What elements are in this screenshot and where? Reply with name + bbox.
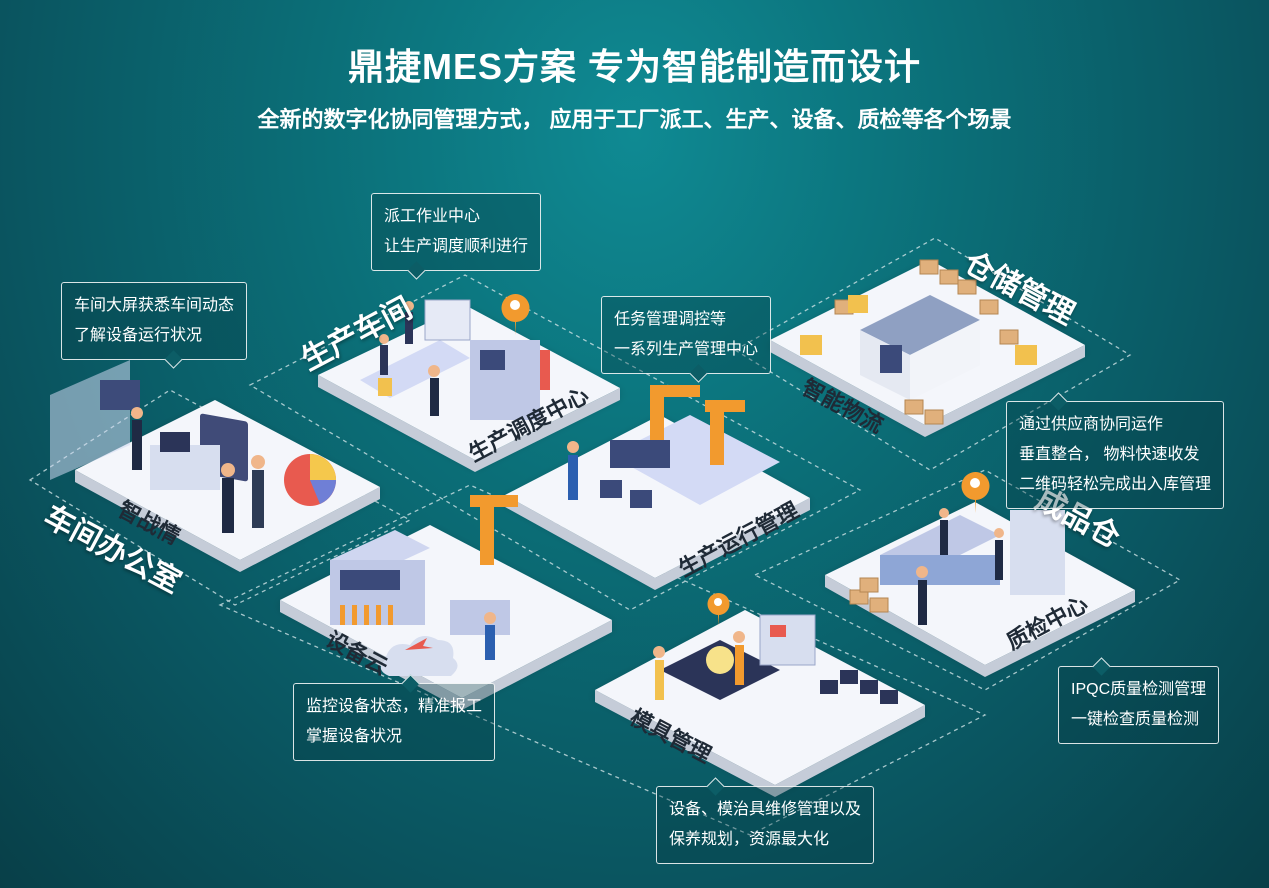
callout-dispatch-line-2: 让生产调度顺利进行: [384, 238, 529, 255]
callout-warehouse-line-1: 通过供应商协同运作: [1019, 416, 1164, 433]
callout-equipment-line-1: 监控设备状态，精准报工: [306, 698, 483, 715]
callout-dispatch: 派工作业中心 让生产调度顺利进行: [371, 193, 542, 280]
mold-illustration: [653, 593, 898, 704]
callout-qc-line-1: IPQC质量检测管理: [1071, 681, 1207, 698]
qc-illustration: [849, 472, 1065, 625]
callout-office-line-2: 了解设备运行状况: [74, 327, 203, 344]
callout-task-line-1: 任务管理调控等: [614, 311, 727, 328]
callout-task: 任务管理调控等 一系列生产管理中心: [601, 296, 772, 383]
platform-edges: [75, 340, 1135, 797]
dispatch-illustration: [360, 294, 550, 420]
page-subtitle: 全新的数字化协同管理方式， 应用于工厂派工、生产、设备、质检等各个场景: [257, 107, 1012, 132]
callout-warehouse-line-2: 垂直整合， 物料快速收发: [1019, 446, 1200, 463]
production-illustration: [567, 385, 780, 508]
callout-warehouse-line-3: 二维码轻松完成出入库管理: [1019, 476, 1212, 493]
callout-mold: 设备、模治具维修管理以及 保养规划，资源最大化: [656, 777, 875, 864]
warehouse-illustration: [800, 259, 1037, 425]
callout-task-line-2: 一系列生产管理中心: [614, 341, 759, 358]
callout-office-line-1: 车间大屏获悉车间动态: [74, 297, 235, 314]
wifi-pin-dispatch: [501, 294, 530, 335]
callout-qc-line-2: 一键检查质量检测: [1071, 711, 1200, 728]
callout-dispatch-line-1: 派工作业中心: [384, 208, 481, 225]
zone-outline-equipment: [218, 484, 987, 836]
callout-equipment: 监控设备状态，精准报工 掌握设备状况: [293, 674, 496, 761]
zone-outline-office: [28, 389, 412, 606]
equipment-illustration: [330, 495, 518, 676]
platform-mold: [595, 610, 925, 785]
callout-equipment-line-2: 掌握设备状况: [306, 728, 403, 745]
cloud-shape: [380, 636, 458, 676]
callout-warehouse: 通过供应商协同运作 垂直整合， 物料快速收发 二维码轻松完成出入库管理: [1006, 392, 1225, 509]
callout-mold-line-1: 设备、模治具维修管理以及: [669, 801, 862, 818]
zone-outline-workshop: [248, 274, 862, 611]
zone-outline-warehouse: [733, 237, 1132, 471]
zone-outline-finished: [753, 469, 1182, 691]
wifi-pin-qc: [961, 472, 990, 513]
callout-mold-line-2: 保养规划，资源最大化: [669, 831, 830, 848]
callout-qc: IPQC质量检测管理 一键检查质量检测: [1058, 657, 1220, 744]
platform-dispatch: [318, 305, 620, 460]
wifi-pin-mold: [707, 593, 730, 626]
office-illustration: [50, 360, 336, 533]
page-title: 鼎捷MES方案 专为智能制造而设计: [347, 46, 921, 87]
callout-office: 车间大屏获悉车间动态 了解设备运行状况: [61, 282, 248, 369]
platform-production: [505, 415, 810, 578]
